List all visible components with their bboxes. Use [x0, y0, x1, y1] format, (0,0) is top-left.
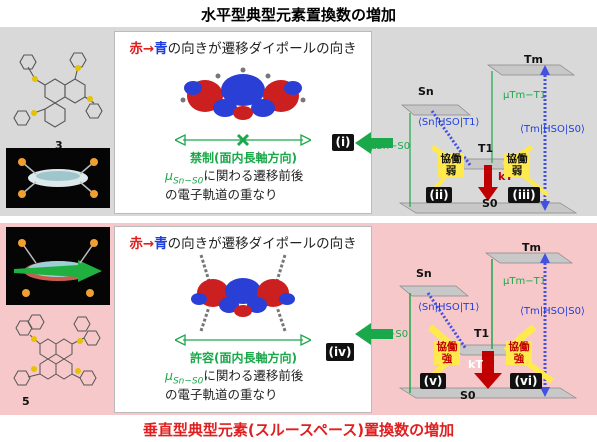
- green-arrow-left: [355, 323, 393, 345]
- coop-left: 協働 強: [434, 341, 460, 365]
- label-v: (v): [420, 373, 446, 389]
- dipole-caption: 赤→青の向きが遷移ダイポールの向き: [115, 232, 371, 252]
- orbital-box: 赤→青の向きが遷移ダイポールの向き 許容(面内長軸方向) μSn−S0に関わる遷…: [114, 226, 372, 413]
- level-T1: T1: [478, 142, 494, 155]
- mu-T-label: μTm−T1: [503, 90, 547, 101]
- matrix-TS: ⟨Tm|HSO|S0⟩: [520, 306, 585, 317]
- caption-arrow: →: [142, 236, 155, 252]
- orbital-text-2: の電子軌道の重なり: [165, 187, 278, 202]
- orbital-box: 赤→青の向きが遷移ダイポールの向き 禁制(面内長軸方向) μSn−S0に関わる遷…: [114, 31, 372, 214]
- caption-red: 赤: [129, 41, 143, 57]
- caption-rest: の向きが遷移ダイポールの向き: [167, 41, 357, 57]
- mu-T-label: μTm−T1: [503, 276, 547, 287]
- level-Sn: Sn: [416, 267, 432, 280]
- mu-S-label: μSn−S0: [370, 141, 411, 152]
- orbital-render: [180, 67, 306, 120]
- mu-symbol: μ: [165, 368, 173, 383]
- caption-blue: 青: [154, 236, 168, 252]
- top-panel: 3 赤→青の向きが遷移ダイポールの向き: [0, 27, 597, 216]
- mu-subscript: Sn−S0: [172, 176, 204, 187]
- orbital-render: [191, 254, 295, 332]
- coop-left: 協働 弱: [438, 153, 464, 177]
- coop-right: 協働 強: [506, 341, 532, 365]
- compound-5-structure: [13, 314, 101, 386]
- level-Tm: Tm: [522, 241, 541, 254]
- orbital-line1: に関わる遷移前後: [203, 368, 304, 383]
- caption-red: 赤: [129, 236, 143, 252]
- mu-S-label: μSn−S0: [368, 329, 409, 340]
- orbital-text-2: の電子軌道の重なり: [165, 387, 278, 402]
- orbital-text-1: μSn−S0に関わる遷移前後: [165, 367, 303, 391]
- caption-arrow: →: [142, 41, 155, 57]
- compound-label: 3: [55, 139, 63, 152]
- dipole-caption: 赤→青の向きが遷移ダイポールの向き: [115, 37, 371, 57]
- level-T1: T1: [474, 327, 490, 340]
- level-S0: S0: [460, 389, 476, 402]
- matrix-TS: ⟨Tm|HSO|S0⟩: [520, 124, 585, 135]
- label-iii: (iii): [508, 187, 540, 203]
- matrix-ST: ⟨Sn|HSO|T1⟩: [418, 302, 480, 313]
- label-ii: (ii): [426, 187, 452, 203]
- label-i: (i): [332, 134, 354, 151]
- compound-label: 5: [22, 395, 30, 408]
- green-arrow-left: [355, 132, 393, 154]
- caption-rest: の向きが遷移ダイポールの向き: [167, 236, 357, 252]
- level-S0: S0: [482, 197, 498, 210]
- compound-3-structure: [13, 52, 103, 128]
- direction-label: 禁制(面内長軸方向): [190, 151, 297, 165]
- forbidden-arrow: [175, 133, 311, 147]
- orbital-line1: に関わる遷移前後: [203, 168, 304, 183]
- coop-right: 協働 弱: [504, 153, 530, 177]
- mu-symbol: μ: [165, 168, 173, 183]
- top-title: 水平型典型元素置換数の増加: [200, 6, 396, 24]
- level-Tm: Tm: [524, 53, 543, 66]
- compound-3-render: [6, 148, 110, 208]
- allowed-arrow: [175, 333, 311, 347]
- bottom-title: 垂直型典型元素(スルースペース)置換数の増加: [142, 421, 455, 439]
- caption-blue: 青: [154, 41, 168, 57]
- label-iv: (iv): [326, 343, 354, 361]
- label-kT: kT: [468, 358, 483, 371]
- energy-diagram: [398, 252, 578, 399]
- mu-subscript: Sn−S0: [172, 376, 204, 387]
- direction-label: 許容(面内長軸方向): [190, 351, 297, 365]
- label-vi: (vi): [510, 373, 542, 389]
- level-Sn: Sn: [418, 85, 434, 98]
- bottom-panel: 5 赤→青の向きが遷移ダイポールの向き 許容(面内長軸方向) μSn−S0に関わ: [0, 223, 597, 415]
- matrix-ST: ⟨Sn|HSO|T1⟩: [418, 117, 480, 128]
- compound-5-render: [6, 227, 110, 305]
- orbital-text-1: μSn−S0に関わる遷移前後: [165, 167, 303, 191]
